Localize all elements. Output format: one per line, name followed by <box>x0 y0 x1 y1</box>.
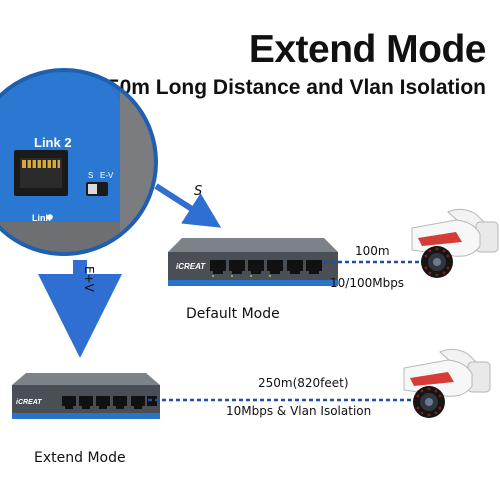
extend-mode-caption: Extend Mode <box>34 450 126 466</box>
rj45-port-icon <box>14 150 68 196</box>
extend-distance-label: 250m(820feet) <box>258 376 349 390</box>
default-speed-label: 10/100Mbps <box>330 276 405 290</box>
extend-speed-label: 10Mbps & Vlan Isolation <box>226 404 372 418</box>
port-label: Link 2 <box>34 135 72 150</box>
default-mode-switch <box>168 238 338 286</box>
page-title: Extend Mode <box>248 28 487 71</box>
ev-arrow-label: E+V <box>82 266 96 292</box>
s-arrow-icon <box>154 183 222 228</box>
led-label: Link <box>32 213 51 223</box>
extend-mode-switch <box>12 373 160 419</box>
s-arrow-label: S <box>194 184 203 199</box>
switch-ev-label: E-V <box>100 171 114 180</box>
page-subtitle: 250m Long Distance and Vlan Isolation <box>96 76 486 99</box>
ip-camera-icon <box>411 208 499 278</box>
link-led-icon <box>47 214 53 220</box>
brand-logo-extend: iCREAT <box>16 399 42 406</box>
ip-camera-icon <box>403 348 491 418</box>
default-distance-label: 100m <box>355 244 390 258</box>
switch-s-label: S <box>88 171 93 180</box>
brand-logo-default: iCREAT <box>176 262 206 271</box>
mode-switch-icon <box>86 182 108 196</box>
default-mode-caption: Default Mode <box>186 306 280 322</box>
